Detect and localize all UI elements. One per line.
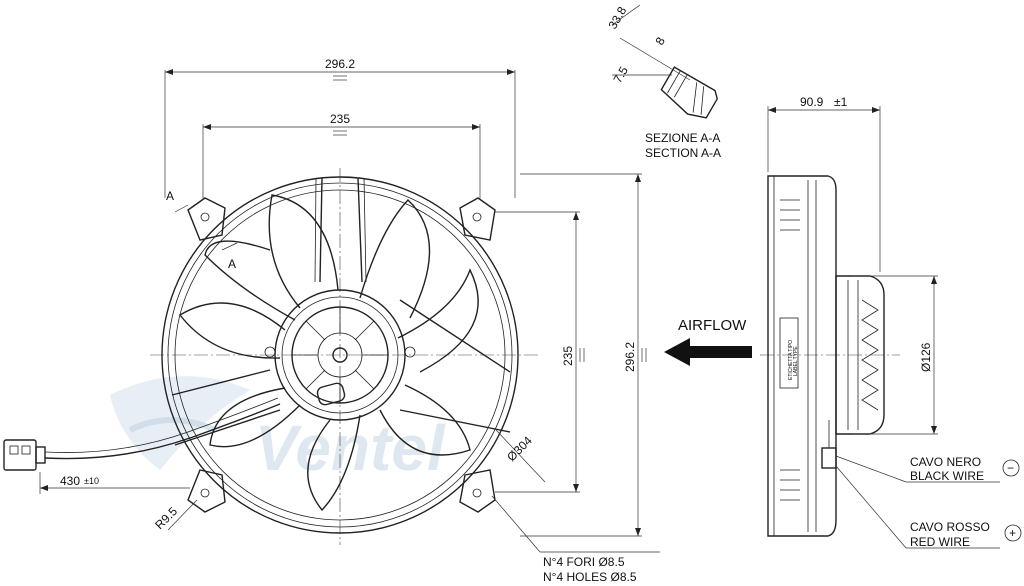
dim-motor-diameter: Ø126 xyxy=(852,275,938,435)
svg-text:RED WIRE: RED WIRE xyxy=(910,535,970,549)
dim-cable-length: 430 ±10 xyxy=(39,472,190,494)
svg-text:235: 235 xyxy=(330,112,350,126)
dim-holes-height: 235 xyxy=(495,211,585,493)
svg-text:AIRFLOW: AIRFLOW xyxy=(678,317,747,334)
red-wire-callout: CAVO ROSSO RED WIRE + xyxy=(835,465,1022,549)
dim-holes-width: 235 xyxy=(202,112,481,200)
dim-overall-height: 296.2 xyxy=(520,173,647,537)
mounting-ear-top-right xyxy=(459,197,496,241)
mounting-ear-bottom-left xyxy=(187,469,226,513)
airflow-indicator: AIRFLOW xyxy=(664,317,752,366)
svg-text:CAVO NERO: CAVO NERO xyxy=(910,455,981,469)
section-marker-bottom: A xyxy=(221,242,238,271)
svg-text:ETICHETTA TIPO: ETICHETTA TIPO xyxy=(788,340,794,380)
svg-text:Ø126: Ø126 xyxy=(919,342,933,372)
holes-callout: N°4 FORI Ø8.5 N°4 HOLES Ø8.5 xyxy=(491,495,660,584)
dim-overall-width: 296.2 xyxy=(164,57,516,198)
svg-text:430: 430 xyxy=(60,474,80,488)
svg-text:±1: ±1 xyxy=(834,95,848,109)
svg-text:235: 235 xyxy=(561,346,575,366)
black-wire-callout: CAVO NERO BLACK WIRE − xyxy=(835,455,1020,483)
mounting-ear-bottom-right xyxy=(459,469,496,513)
svg-text:N°4 FORI Ø8.5: N°4 FORI Ø8.5 xyxy=(543,555,625,569)
power-cable xyxy=(3,397,281,471)
dim-corner-radius: R9.5 xyxy=(152,499,198,532)
svg-text:SECTION A-A: SECTION A-A xyxy=(645,146,721,160)
svg-text:8: 8 xyxy=(652,34,668,47)
svg-text:A: A xyxy=(228,257,236,271)
svg-text:N°4 HOLES Ø8.5: N°4 HOLES Ø8.5 xyxy=(543,570,637,584)
svg-text:R9.5: R9.5 xyxy=(152,504,180,532)
negative-symbol: − xyxy=(1007,461,1014,475)
svg-text:LABEL TYPE: LABEL TYPE xyxy=(793,346,799,376)
svg-text:BLACK WIRE: BLACK WIRE xyxy=(910,469,984,483)
front-view: A A xyxy=(3,168,540,545)
side-view: ETICHETTA TIPO LABEL TYPE xyxy=(760,175,900,537)
dim-ring-diameter: Ø304 xyxy=(495,429,546,483)
svg-text:7.5: 7.5 xyxy=(610,64,631,86)
mounting-ear-top-left xyxy=(187,197,226,241)
svg-text:296.2: 296.2 xyxy=(325,57,355,71)
svg-text:296.2: 296.2 xyxy=(623,342,637,372)
svg-text:90.9: 90.9 xyxy=(800,95,824,109)
frame-struts xyxy=(171,177,511,446)
section-a-a: 33.8 8 7.5 SEZIONE A-A SECTION A-A xyxy=(605,4,721,160)
fan-blades xyxy=(178,194,479,512)
svg-text:Ø304: Ø304 xyxy=(504,433,535,464)
svg-text:A: A xyxy=(166,189,174,203)
section-marker-top: A xyxy=(166,189,189,213)
watermark-logo: Ventel xyxy=(110,376,446,484)
svg-text:CAVO ROSSO: CAVO ROSSO xyxy=(910,520,990,534)
svg-text:SEZIONE A-A: SEZIONE A-A xyxy=(645,131,720,145)
motor-hub xyxy=(264,289,416,421)
dim-depth: 90.9 ±1 xyxy=(767,95,881,272)
positive-symbol: + xyxy=(1009,526,1016,540)
svg-text:±10: ±10 xyxy=(84,476,99,486)
watermark-text: Ventel xyxy=(255,412,446,484)
svg-text:33.8: 33.8 xyxy=(605,4,629,32)
